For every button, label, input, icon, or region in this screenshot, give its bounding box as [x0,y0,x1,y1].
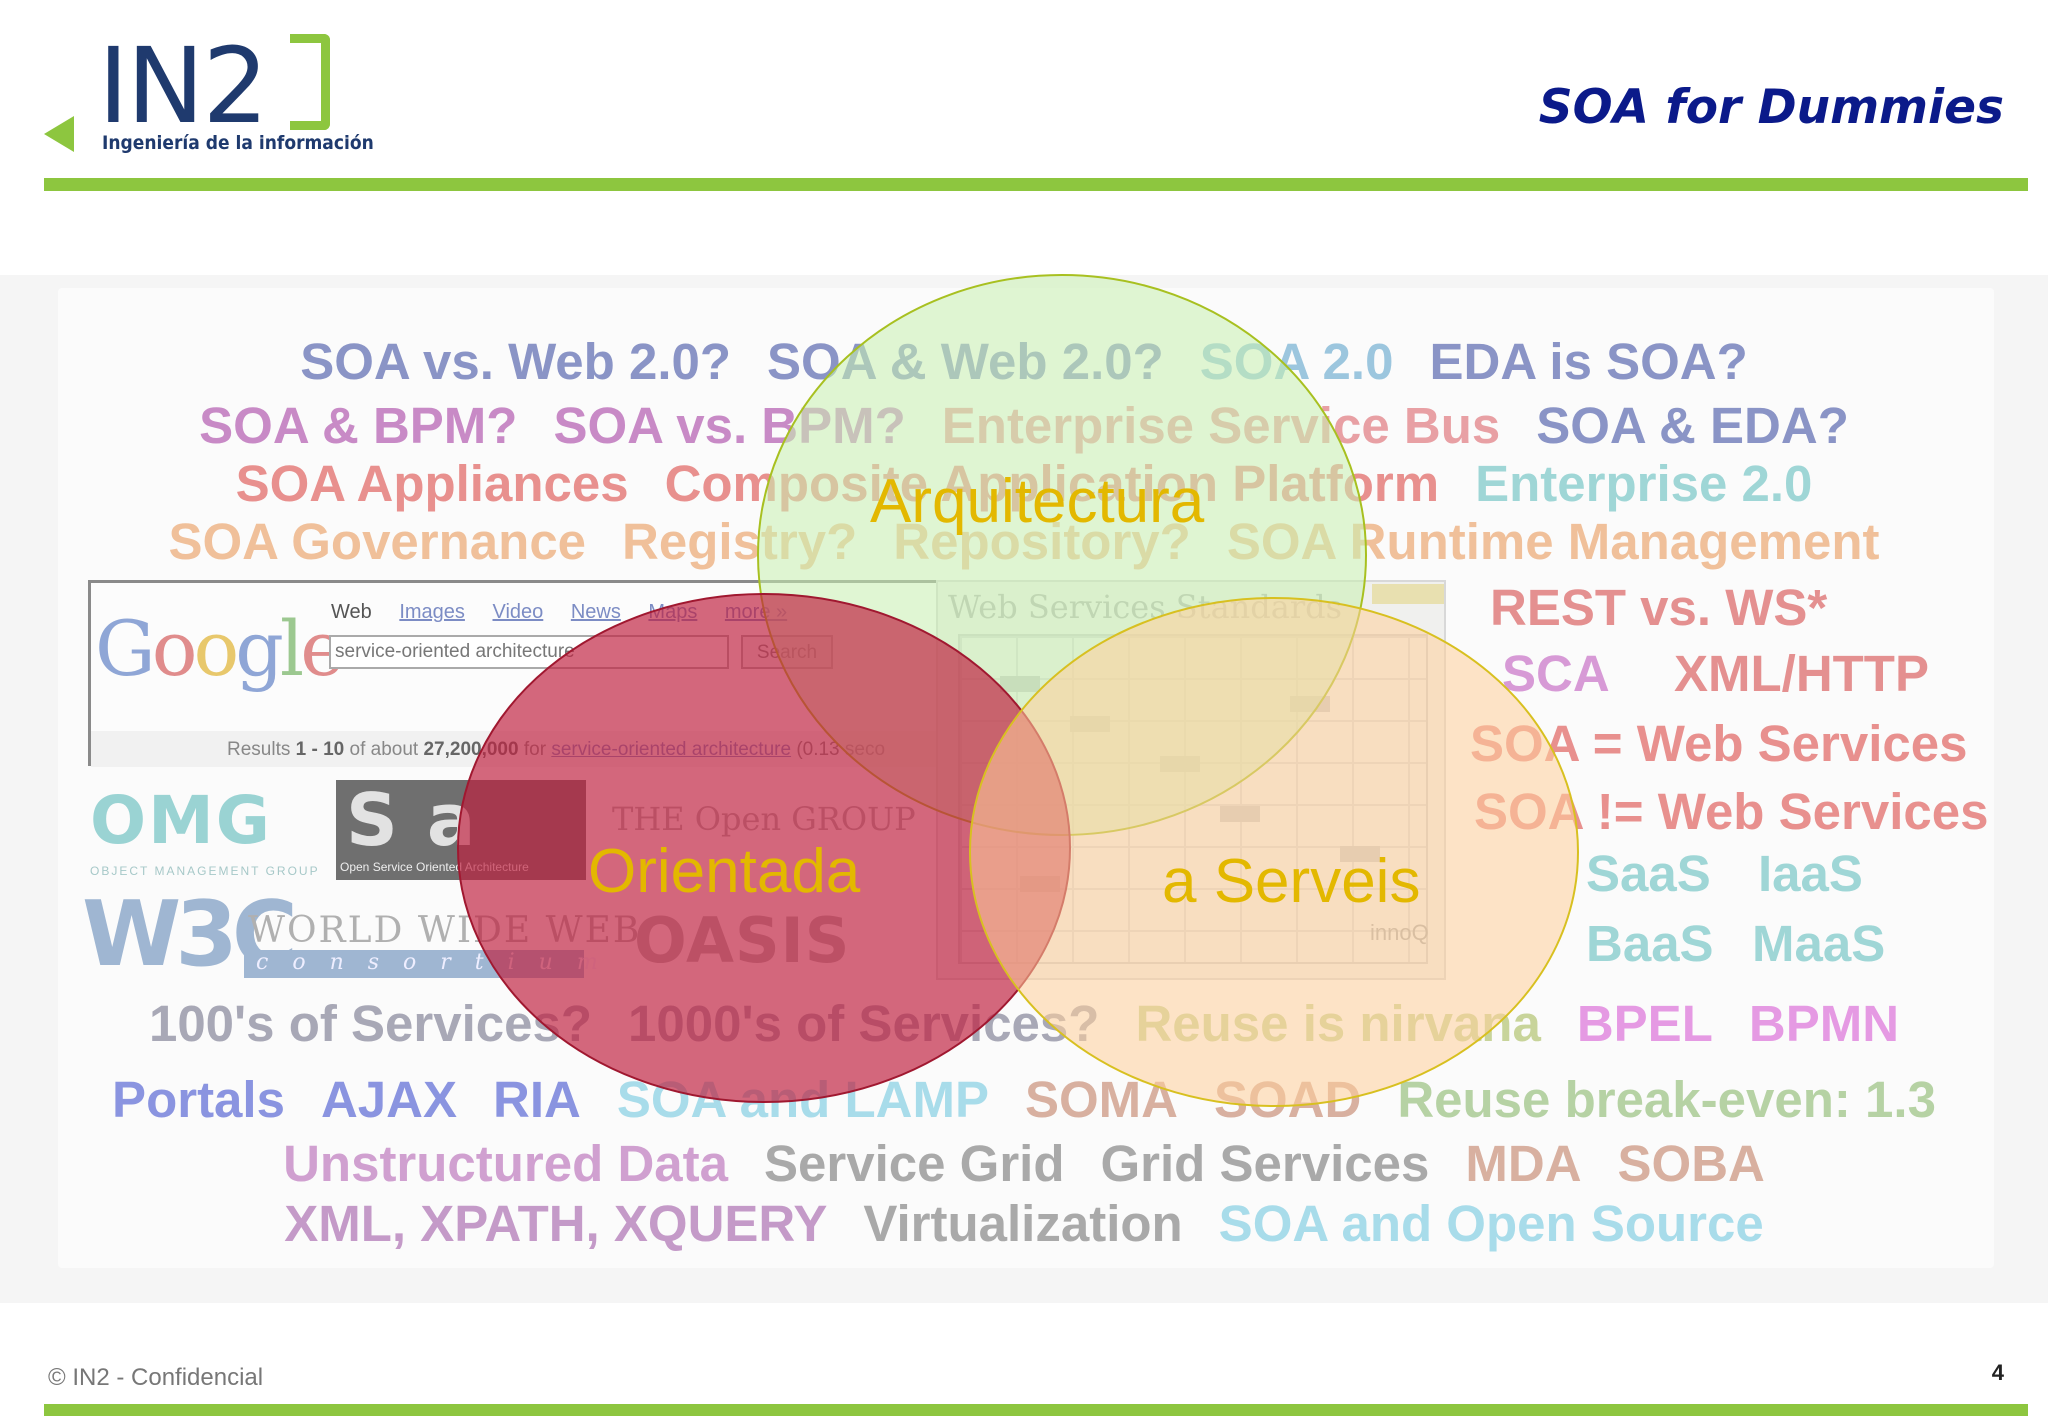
page-number: 4 [1991,1360,2004,1385]
cloud-word: SOMA [1024,1071,1178,1128]
ws-cell [1000,676,1040,692]
slide-title: SOA for Dummies [1538,80,2004,135]
cloud-word: Registry? [622,513,858,570]
cloud-word: SOA & Web 2.0? [767,333,1164,390]
cloud-word: EDA is SOA? [1429,333,1748,390]
cloud-line-9: 100's of Services? 1000's of Services? Reu… [0,998,2048,1049]
omg-subtitle: OBJECT MANAGEMENT GROUP [90,864,320,878]
cloud-word: Grid Services [1100,1135,1430,1192]
cloud-line-2: SOA & BPM? SOA vs. BPM? Enterprise Service… [0,400,2048,451]
logo-bracket-icon [290,34,330,130]
logo-subtitle: Ingeniería de la información [102,132,374,154]
footer-confidential: © IN2 - Confidencial [48,1364,264,1391]
google-results-bar: Results 1 - 10 of about 27,200,000 for s… [91,731,937,767]
ws-poster-title: Web Services Standards [948,588,1343,626]
in2-logo: IN2 Ingeniería de la información [44,25,374,160]
open-group-logo: THE Open GROUP [612,800,916,838]
cloud-word: Unstructured Data [283,1135,728,1192]
cloud-word: SOA Appliances [235,455,629,512]
right-word: SaaS [1586,845,1711,902]
venn-label-left: Orientada [588,837,861,906]
cloud-word: 100's of Services? [148,995,593,1052]
cloud-word: Enterprise Service Bus [941,397,1501,454]
cloud-word: SOA 2.0 [1199,333,1394,390]
ws-cell [1070,716,1110,732]
cloud-word: BPEL [1576,995,1713,1052]
cloud-word: SOA Runtime Management [1226,513,1880,570]
google-query-field: service-oriented architecture [329,635,729,669]
cloud-line-12: XML, XPATH, XQUERY Virtualization SOA and … [0,1198,2048,1249]
cloud-word: Reuse is nirvana [1135,995,1541,1052]
right-word: MaaS [1752,915,1886,972]
cloud-word: 1000's of Services? [628,995,1100,1052]
cloud-word: Virtualization [863,1195,1183,1252]
oasis-logo: OASIS [634,904,851,977]
venn-label-top: Arquitectura [870,467,1205,536]
cloud-word: Reuse break-even: 1.3 [1397,1071,1936,1128]
google-nav-item: Maps [648,601,698,623]
results-count: 27,200,000 [423,739,519,760]
cloud-line-1: SOA vs. Web 2.0? SOA & Web 2.0? SOA 2.0 EDA… [0,336,2048,387]
cloud-word: SOA Governance [168,513,587,570]
deutsche-post-badge [1372,584,1444,604]
header-rule [44,178,2028,191]
results-query: service-oriented architecture [551,739,792,760]
osoa-subtitle: Open Service Oriented Architecture [340,860,529,874]
cloud-word: Portals [112,1071,285,1128]
cloud-word: SOA vs. BPM? [553,397,906,454]
cloud-word: BPMN [1748,995,1900,1052]
results-mid: of about [349,739,419,760]
logo-text: IN2 [98,25,269,147]
google-nav: Web Images Video News Maps more » [331,601,809,624]
cloud-word: SOAD [1213,1071,1362,1128]
cloud-line-11: Unstructured Data Service Grid Grid Servic… [0,1138,2048,1189]
cloud-word: AJAX [320,1071,457,1128]
google-nav-item: News [570,601,621,623]
google-search-screenshot: Google Web Images Video News Maps more »… [88,580,940,767]
right-word: SCA [1502,645,1610,702]
google-nav-item: Web [331,601,372,623]
logo-triangle-icon [44,116,74,152]
right-word: REST vs. WS* [1490,579,1828,636]
innoq-logo: innoQ [1370,920,1429,945]
results-range: 1 - 10 [295,739,345,760]
cloud-word: SOA vs. Web 2.0? [300,333,732,390]
world-wide-web-text: WORLD WIDE WEB [248,910,642,951]
cloud-word: SOA and LAMP [616,1071,989,1128]
ws-cell [1160,756,1200,772]
osoa-logo: S a Open Service Oriented Architecture [336,780,586,880]
cloud-word: SOA & BPM? [199,397,518,454]
cloud-word: SOBA [1617,1135,1765,1192]
right-word: IaaS [1758,845,1863,902]
cloud-word: Service Grid [764,1135,1065,1192]
consortium-bar: consortium [244,950,598,978]
google-nav-item: Images [399,601,465,623]
google-nav-item: more » [724,601,788,623]
ws-cell [1220,806,1260,822]
cloud-word: SOA and Open Source [1218,1195,1764,1252]
venn-label-right: a Serveis [1162,847,1421,916]
ws-cell [1290,696,1330,712]
cloud-word: Enterprise 2.0 [1475,455,1813,512]
cloud-word: SOA & EDA? [1536,397,1849,454]
google-logo: Google [95,604,345,693]
cloud-word: MDA [1465,1135,1582,1192]
google-nav-item: Video [492,601,544,623]
osoa-logo-text: S a [346,778,478,862]
results-prefix: Results [227,739,291,760]
results-time: (0.13 seco [796,739,886,760]
google-search-button: Search [741,635,833,669]
right-word: SOA = Web Services [1470,715,1968,772]
right-word: BaaS [1586,915,1714,972]
omg-logo: OMG [90,782,272,859]
right-word: SOA != Web Services [1474,783,1989,840]
results-for: for [523,739,547,760]
cloud-word: RIA [493,1071,581,1128]
footer-rule [44,1404,2028,1416]
ws-cell [1020,876,1060,892]
cloud-word: XML, XPATH, XQUERY [284,1195,828,1252]
right-word: XML/HTTP [1674,645,1929,702]
cloud-line-10: Portals AJAX RIA SOA and LAMP SOMA SOAD Reuse … [0,1074,2048,1125]
